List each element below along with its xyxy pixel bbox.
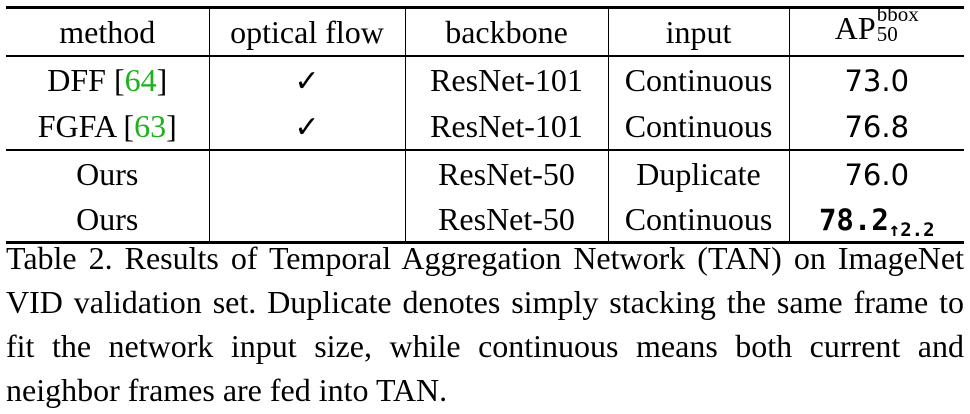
header-ap-subscript: 50 bbox=[876, 22, 898, 46]
cell-optical-flow: ✓ bbox=[209, 103, 406, 151]
table-row: FGFA [63] ✓ ResNet-101 Continuous 76.8 bbox=[6, 103, 964, 151]
cell-method: Ours bbox=[6, 196, 210, 244]
cell-input: Continuous bbox=[608, 56, 790, 103]
checkmark-icon: ✓ bbox=[294, 63, 320, 99]
cell-optical-flow: ✓ bbox=[209, 56, 406, 103]
cell-backbone: ResNet-101 bbox=[405, 103, 609, 151]
header-optical-flow: optical flow bbox=[209, 6, 406, 57]
cell-input: Continuous bbox=[608, 103, 790, 151]
cell-method: Ours bbox=[6, 150, 210, 196]
cell-backbone: ResNet-50 bbox=[405, 196, 609, 244]
citation-link[interactable]: 63 bbox=[134, 108, 167, 144]
gain-subscript: ↑2.2 bbox=[888, 218, 935, 241]
header-method: method bbox=[6, 6, 210, 57]
table-row: Ours ResNet-50 Continuous 78.2↑2.2 bbox=[6, 196, 964, 244]
header-input: input bbox=[608, 6, 790, 57]
header-backbone: backbone bbox=[405, 6, 609, 57]
header-ap-main: AP bbox=[834, 10, 876, 46]
cell-optical-flow bbox=[209, 196, 406, 244]
table-row: Ours ResNet-50 Duplicate 76.0 bbox=[6, 150, 964, 196]
cell-ap: 73.0 bbox=[844, 64, 910, 98]
cell-optical-flow bbox=[209, 150, 406, 196]
table-row: DFF [64] ✓ ResNet-101 Continuous 73.0 bbox=[6, 56, 964, 103]
cell-input: Continuous bbox=[608, 196, 790, 244]
cell-method: DFF [64] bbox=[6, 56, 210, 103]
checkmark-icon: ✓ bbox=[294, 109, 320, 145]
cell-backbone: ResNet-101 bbox=[405, 56, 609, 103]
cell-ap: 76.0 bbox=[844, 157, 910, 192]
cell-method: FGFA [63] bbox=[6, 103, 210, 151]
cell-ap-best: 78.2↑2.2 bbox=[789, 196, 964, 244]
citation-link[interactable]: 64 bbox=[124, 62, 157, 98]
cell-input: Duplicate bbox=[608, 150, 790, 196]
header-ap-superscript: bbox bbox=[876, 2, 919, 26]
cell-backbone: ResNet-50 bbox=[405, 150, 609, 196]
table-caption: Table 2. Results of Temporal Aggregation… bbox=[6, 240, 964, 408]
cell-ap: 76.8 bbox=[789, 103, 964, 151]
